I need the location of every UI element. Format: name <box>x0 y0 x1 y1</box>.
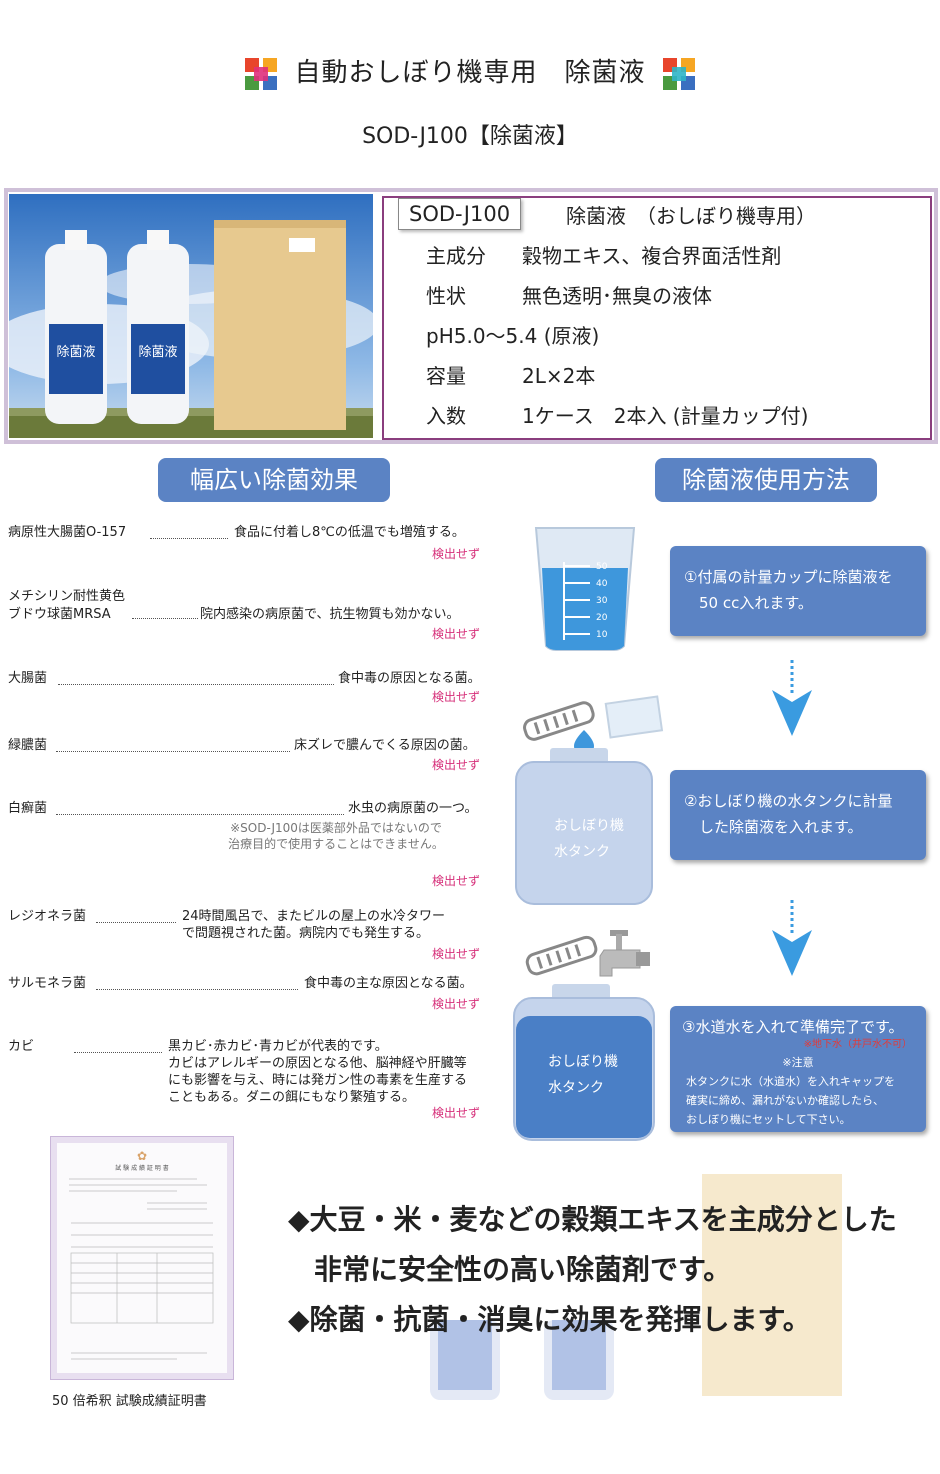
spec-value: 無色透明･無臭の液体 <box>522 284 712 308</box>
step-3-sub: ※地下水（井戸水不可） <box>803 1039 912 1050</box>
summary-line-3: ◆除菌・抗菌・消臭に効果を発揮します。 <box>288 1303 811 1336</box>
bacteria-name: レジオネラ菌 <box>8 909 87 924</box>
cup-scale-label: 20 <box>596 613 608 623</box>
bottle-image: 除菌液 <box>127 230 189 424</box>
result-label: 検出せず <box>432 947 481 961</box>
spec-label: 主成分 <box>426 244 486 268</box>
down-arrow-icon <box>772 660 812 736</box>
step-3-text: ③水道水を入れて準備完了です。 <box>682 1018 904 1036</box>
spec-box <box>382 196 932 440</box>
spec-row: 主成分 穀物エキス、複合界面活性剤 <box>426 240 781 269</box>
certificate-image: ✿ 試 験 成 績 証 明 書 <box>50 1136 234 1380</box>
dotted-leader <box>74 1052 162 1053</box>
bacteria-name: サルモネラ菌 <box>8 976 87 991</box>
result-label: 検出せず <box>432 547 481 561</box>
cup-scale-label: 30 <box>596 596 608 606</box>
certificate-title: 試 験 成 績 証 明 書 <box>115 1165 169 1172</box>
product-photo: 除菌液 除菌液 <box>9 194 373 438</box>
result-label: 検出せず <box>432 690 481 704</box>
effects-heading: 幅広い除菌効果 <box>158 458 390 502</box>
spec-label: 性状 <box>426 284 466 308</box>
bacteria-description: 食中毒の主な原因となる菌。 <box>304 976 473 991</box>
page-title: 自動おしぼり機専用 除菌液 <box>0 52 940 93</box>
result-label: 検出せず <box>432 627 481 641</box>
product-subtitle: SOD-J100【除菌液】 <box>362 124 578 149</box>
faded-product-image <box>430 1174 842 1400</box>
dotted-leader <box>132 618 198 619</box>
dotted-leader <box>96 989 298 990</box>
dotted-leader <box>150 538 228 539</box>
result-label: 検出せず <box>432 758 481 772</box>
step-3-note-title: ※注意 <box>782 1056 814 1069</box>
bacteria-description: 水虫の病原菌の一つ。 <box>348 801 478 816</box>
cup-scale-label: 50 <box>596 562 608 572</box>
measuring-cup-icon: 50 40 30 20 10 <box>534 527 636 651</box>
spec-value: 1ケース 2本入 (計量カップ付) <box>522 404 809 428</box>
tank-label: 水タンク <box>554 844 610 860</box>
bacteria-description: 床ズレで膿んでくる原因の菌。 <box>294 738 476 753</box>
logo-mark-icon <box>245 57 278 90</box>
result-label: 検出せず <box>432 997 481 1011</box>
bottle-image: 除菌液 <box>45 230 107 424</box>
disclaimer-note: ※SOD-J100は医薬部外品ではないので 治療目的で使用することはできません。 <box>228 821 444 851</box>
certificate-caption: 50 倍希釈 試験成績証明書 <box>52 1394 207 1409</box>
spec-value: 2L×2本 <box>522 364 596 388</box>
spec-label: 容量 <box>426 364 466 388</box>
dotted-leader <box>56 814 344 815</box>
faucet-icon <box>599 930 650 977</box>
bacteria-name: カビ <box>8 1039 35 1054</box>
bacteria-name: 病原性大腸菌O-157 <box>8 525 127 540</box>
step-box-3: ③水道水を入れて準備完了です。 ※地下水（井戸水不可） ※注意 水タンクに水（水… <box>670 1006 926 1132</box>
product-photo-image: 除菌液 除菌液 <box>9 194 373 438</box>
step-box-2: ②おしぼり機の水タンクに計量 した除菌液を入れます。 <box>670 770 926 860</box>
dotted-leader <box>96 922 176 923</box>
bacteria-description: 24時間風呂で、またビルの屋上の水冷タワー で問題視された菌。病院内でも発生する… <box>182 909 446 941</box>
spec-row: 入数 1ケース 2本入 (計量カップ付) <box>426 400 808 429</box>
result-label: 検出せず <box>432 1106 481 1120</box>
bacteria-name: メチシリン耐性黄色 ブドウ球菌MRSA <box>8 589 126 622</box>
water-tank-filled-icon <box>513 930 655 1141</box>
tank-label: おしぼり機 <box>554 818 624 834</box>
svg-text:除菌液: 除菌液 <box>138 345 177 360</box>
svg-text:除菌液: 除菌液 <box>56 345 95 360</box>
summary-line-1: ◆大豆・米・麦などの穀類エキスを主成分とした <box>288 1203 897 1236</box>
usage-heading: 除菌液使用方法 <box>655 458 877 502</box>
dotted-leader <box>58 684 334 685</box>
spec-row: 容量 2L×2本 <box>426 360 595 389</box>
tank-label: おしぼり機 <box>548 1054 618 1070</box>
cup-scale-label: 10 <box>596 630 608 640</box>
tank-label: 水タンク <box>548 1080 604 1096</box>
cup-scale-label: 40 <box>596 579 608 589</box>
logo-mark-icon <box>662 57 695 90</box>
spec-row: 性状 無色透明･無臭の液体 <box>426 280 712 309</box>
down-arrow-icon <box>772 900 812 976</box>
spec-value: pH5.0～5.4 (原液) <box>426 324 600 348</box>
bacteria-description: 食中毒の原因となる菌。 <box>338 671 481 686</box>
bacteria-description: 院内感染の病原菌で、抗生物質も効かない。 <box>200 607 460 622</box>
bacteria-name: 大腸菌 <box>8 671 48 686</box>
title-text: 自動おしぼり機専用 除菌液 <box>294 58 646 88</box>
step-box-1: ①付属の計量カップに除菌液を 50 cc入れます。 <box>670 546 926 636</box>
result-label: 検出せず <box>432 874 481 888</box>
bacteria-description: 黒カビ･赤カビ･青カビが代表的です。 カビはアレルギーの原因となる他、脳神経や肝… <box>168 1039 468 1105</box>
spec-value: 穀物エキス、複合界面活性剤 <box>522 244 782 268</box>
bacteria-name: 白癬菌 <box>8 801 48 816</box>
certificate-lines <box>69 1178 214 1360</box>
water-tank-icon <box>515 695 664 905</box>
carton-box-image <box>214 220 346 430</box>
certificate-seal-icon: ✿ <box>136 1149 148 1163</box>
dotted-leader <box>56 751 290 752</box>
spec-label: 入数 <box>426 404 466 428</box>
summary-line-2: 非常に安全性の高い除菌剤です。 <box>314 1253 732 1286</box>
bacteria-description: 食品に付着し8℃の低温でも増殖する。 <box>234 525 465 540</box>
model-description: 除菌液 （おしぼり機専用） <box>566 204 816 228</box>
model-tag: SOD-J100 <box>398 198 522 230</box>
spec-row: pH5.0～5.4 (原液) <box>426 320 599 349</box>
bacteria-name: 緑膿菌 <box>8 738 48 753</box>
step-3-note: 水タンクに水（水道水）を入れキャップを 確実に締め、漏れがないか確認したら、 お… <box>686 1075 895 1126</box>
